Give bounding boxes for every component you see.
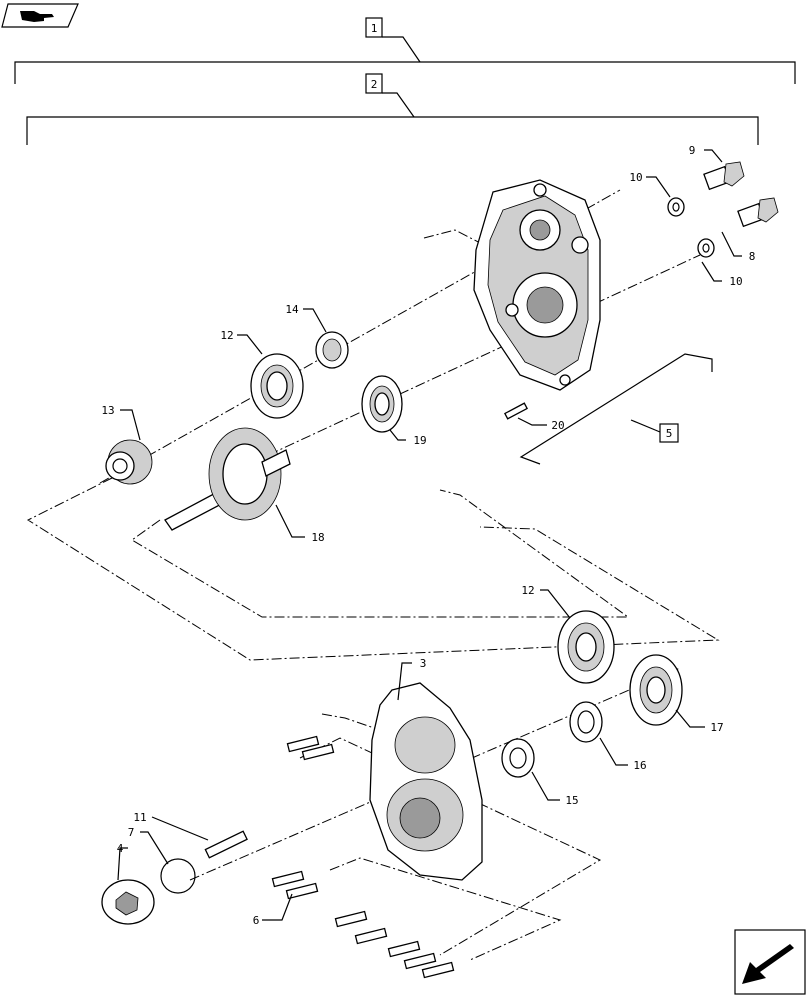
callout-8[interactable]: 8 [749, 250, 756, 263]
prev-page-button[interactable] [1, 3, 79, 28]
callout-17[interactable]: 17 [710, 721, 723, 734]
gear-shaft-18[interactable] [164, 427, 291, 531]
callout-12-lower[interactable]: 12 [521, 584, 534, 597]
callout-12-upper[interactable]: 12 [220, 329, 233, 342]
bearing-12-upper[interactable] [250, 353, 304, 419]
assembly-path-lines [26, 189, 720, 961]
callout-10-lower[interactable]: 10 [729, 275, 742, 288]
washer-10-upper[interactable] [667, 197, 685, 217]
callout-15[interactable]: 15 [565, 794, 578, 807]
leader-lines [117, 149, 742, 921]
callout-11[interactable]: 11 [133, 811, 146, 824]
callout-7[interactable]: 7 [128, 826, 135, 839]
callout-9[interactable]: 9 [689, 144, 696, 157]
assembly-bracket-1: 1 [14, 17, 796, 84]
callout-5[interactable]: 5 [666, 427, 673, 440]
callout-box-1[interactable] [365, 17, 383, 38]
bearing-19[interactable] [361, 375, 403, 433]
assembly-bracket-2: 2 [26, 73, 759, 145]
cap-4[interactable] [101, 879, 155, 925]
callout-4[interactable]: 4 [117, 842, 124, 855]
callout-13[interactable]: 13 [101, 404, 114, 417]
callout-1[interactable]: 1 [371, 22, 378, 35]
dowel-pin-20[interactable] [504, 402, 528, 420]
callout-18[interactable]: 18 [311, 531, 324, 544]
bearing-12-lower[interactable] [557, 610, 615, 684]
arrow-pointing-down-left-icon [742, 944, 794, 984]
screws-upper[interactable] [286, 735, 335, 761]
next-page-button[interactable] [734, 929, 806, 995]
callout-16[interactable]: 16 [633, 759, 646, 772]
callout-3[interactable]: 3 [420, 657, 427, 670]
bolt-8[interactable] [737, 197, 779, 228]
ring-16[interactable] [569, 701, 603, 743]
callout-box-5[interactable] [659, 423, 679, 443]
assembly-bracket-5: 5 [519, 353, 713, 465]
callout-6[interactable]: 6 [253, 914, 260, 927]
ring-15[interactable] [501, 738, 535, 778]
bolt-9[interactable] [703, 161, 745, 191]
callout-10-upper[interactable]: 10 [629, 171, 642, 184]
callout-box-2[interactable] [365, 73, 383, 94]
pin-11[interactable] [204, 830, 248, 859]
gear-housing[interactable] [473, 179, 601, 391]
callout-19[interactable]: 19 [413, 434, 426, 447]
o-ring-7[interactable] [160, 858, 196, 894]
callout-20[interactable]: 20 [551, 419, 564, 432]
screws-lower[interactable] [271, 870, 455, 979]
callout-14[interactable]: 14 [285, 303, 299, 316]
washer-10-lower[interactable] [697, 238, 715, 258]
gear-13[interactable] [105, 439, 153, 485]
callout-2[interactable]: 2 [371, 78, 378, 91]
seal-14[interactable] [315, 331, 349, 369]
bearing-17[interactable] [629, 654, 683, 726]
hand-pointing-left-icon [20, 11, 54, 22]
cover-3[interactable] [369, 682, 483, 881]
